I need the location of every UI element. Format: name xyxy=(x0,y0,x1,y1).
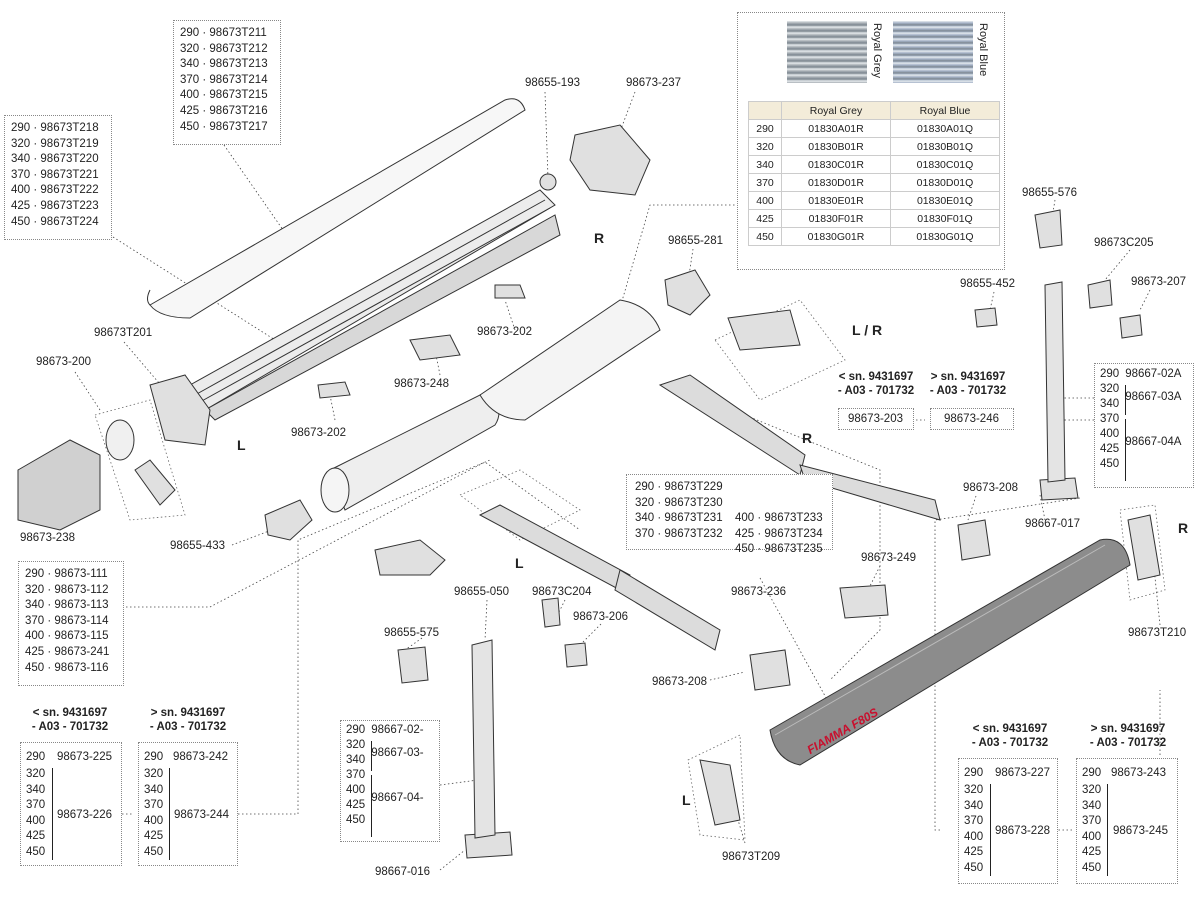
side-letter-l-arm: L xyxy=(515,555,524,571)
serial-after: > sn. 9431697 - A03 - 701732 xyxy=(149,707,227,733)
front-profile-size-list: 290 · 98673T229 320 · 98673T230 340 · 98… xyxy=(626,474,833,555)
part-label: 98673C204 xyxy=(532,586,592,598)
serial-before: < sn. 9431697 - A03 - 701732 xyxy=(31,707,109,733)
part-label: 98673-208 xyxy=(652,676,707,688)
side-letter-l-left: L xyxy=(237,437,246,453)
part-label: 98655-050 xyxy=(454,586,509,598)
part-label: 98655-281 xyxy=(668,235,723,247)
part-label: 98667-017 xyxy=(1025,518,1080,530)
part-label: 98673-249 xyxy=(861,552,916,564)
part-label: 98673C205 xyxy=(1094,237,1154,249)
royal-grey-swatch xyxy=(787,21,867,83)
front-profile xyxy=(769,538,1131,766)
part-label: 98655-575 xyxy=(384,627,439,639)
serial-after: > sn. 9431697 - A03 - 701732 xyxy=(1089,723,1167,749)
part-label: 98667-016 xyxy=(375,866,430,878)
fabric-panel: Royal Grey Royal Blue Royal Grey Royal B… xyxy=(737,12,1005,270)
cover-size-list: 290 · 98673T211 320 · 98673T212 340 · 98… xyxy=(173,20,281,145)
left-arm xyxy=(478,504,721,651)
right-arm xyxy=(658,374,941,521)
arm-set-table-before: 290 98673-225 320 340 370 400 425 450 98… xyxy=(20,742,122,866)
front-set-table-after: 290 98673-243 320 340 370 400 425 450 98… xyxy=(1076,758,1178,884)
support-legs xyxy=(471,281,1066,839)
serial-after: > sn. 9431697 - A03 - 701732 xyxy=(929,371,1007,397)
part-label: 98673T210 xyxy=(1128,627,1187,639)
part-label: 98673T201 xyxy=(94,327,153,339)
profile-size-list: 290 · 98673T218 320 · 98673T219 340 · 98… xyxy=(4,115,112,240)
part-label: 98673-202 xyxy=(291,427,346,439)
serial-before: < sn. 9431697 - A03 - 701732 xyxy=(971,723,1049,749)
front-set-table-before: 290 98673-227 320 340 370 400 425 450 98… xyxy=(958,758,1058,884)
part-label: 98673-206 xyxy=(573,611,628,623)
part-label: 98655-193 xyxy=(525,77,580,89)
part-label: 98673-237 xyxy=(626,77,681,89)
part-label: 98655-452 xyxy=(960,278,1015,290)
part-label: 98655-576 xyxy=(1022,187,1077,199)
swatch-label: Royal Grey xyxy=(871,23,883,79)
part-label: 98673-208 xyxy=(963,482,1018,494)
part-label: 98673-248 xyxy=(394,378,449,390)
side-letter-lr: L / R xyxy=(852,322,883,338)
fabric-roll xyxy=(479,299,661,421)
arm-set-table-after: 290 98673-242 320 340 370 400 425 450 98… xyxy=(138,742,238,866)
arm-code-before: 98673-203 xyxy=(838,408,914,430)
roller-size-list: 290 · 98673-111 320 · 98673-112 340 · 98… xyxy=(18,561,124,686)
part-label: 98673-202 xyxy=(477,326,532,338)
roller-tube xyxy=(320,389,500,513)
side-letter-r-right: R xyxy=(1178,520,1189,536)
drawn-parts xyxy=(17,124,1161,859)
part-label: 98673-207 xyxy=(1131,276,1186,288)
side-letter-r-top: R xyxy=(594,230,605,246)
swatch-label: Royal Blue xyxy=(977,23,989,77)
side-letter-r-arm: R xyxy=(802,430,813,446)
part-label: 98673T209 xyxy=(722,851,781,863)
part-label: 98655-433 xyxy=(170,540,225,552)
part-label: 98673-236 xyxy=(731,586,786,598)
side-letter-l-front: L xyxy=(682,792,691,808)
serial-before: < sn. 9431697 - A03 - 701732 xyxy=(837,371,915,397)
royal-blue-swatch xyxy=(893,21,973,83)
top-cover xyxy=(147,98,526,319)
part-label: 98673-238 xyxy=(20,532,75,544)
part-label: 98673-200 xyxy=(36,356,91,368)
main-profile xyxy=(189,189,561,421)
arm-code-after: 98673-246 xyxy=(930,408,1014,430)
